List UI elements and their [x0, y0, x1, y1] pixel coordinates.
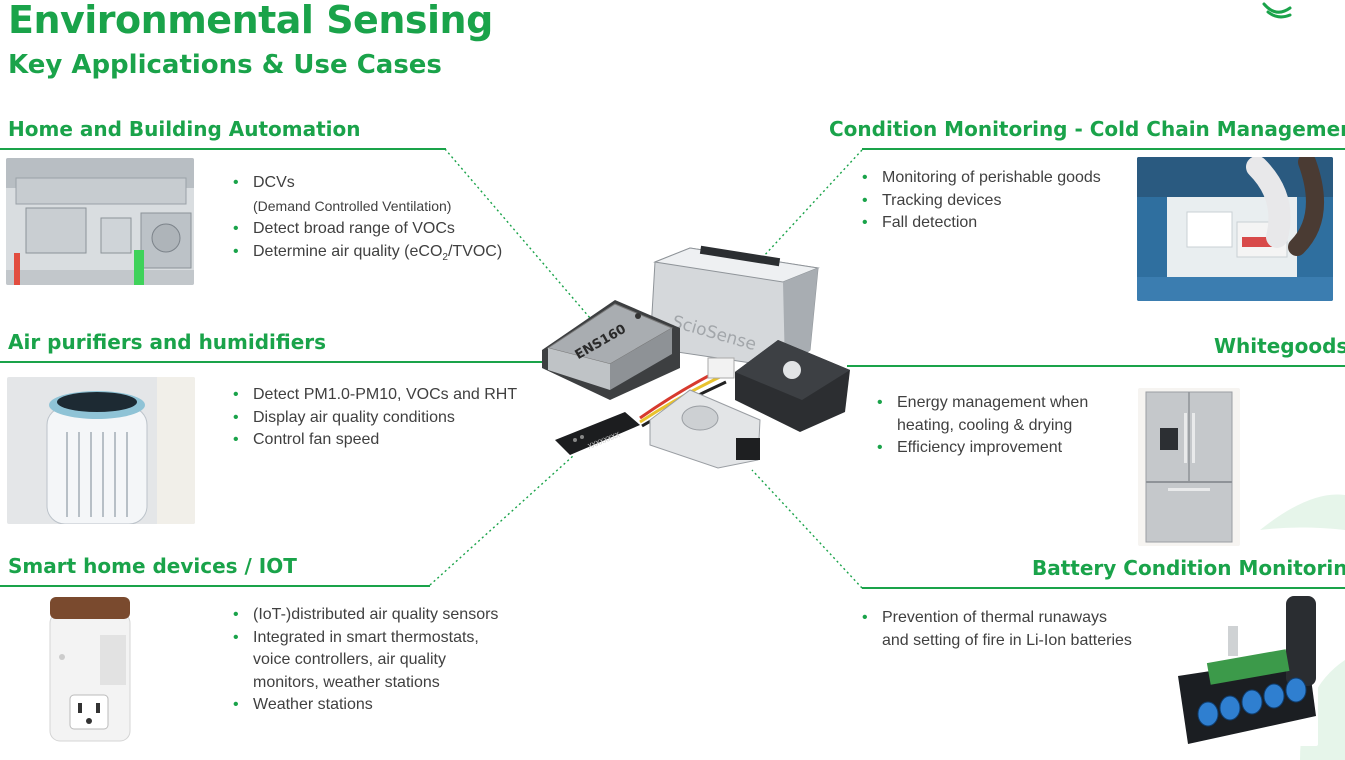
section-title-cold-chain: Condition Monitoring - Cold Chain Manage… [829, 117, 1345, 141]
bullet-list-home-building: DCVs(Demand Controlled Ventilation) Dete… [229, 172, 549, 269]
section-title-home-building: Home and Building Automation [8, 117, 361, 141]
cable-sensor-image [555, 412, 640, 455]
list-item: Detect broad range of VOCs [229, 218, 549, 241]
list-item: Efficiency improvement [873, 437, 1123, 460]
list-item: Control fan speed [229, 429, 549, 452]
page-subtitle: Key Applications & Use Cases [8, 50, 442, 80]
sciosense-module-image [649, 245, 820, 369]
battery-pack-photo [1168, 596, 1318, 746]
air-purifier-photo [7, 377, 195, 524]
section-divider [862, 587, 1345, 589]
list-item: Integrated in smart thermostats,voice co… [229, 627, 549, 695]
section-divider [862, 148, 1345, 150]
sensor-product-cluster: ScioSense ENS160 XXXXXXXX [540, 240, 860, 470]
bullet-list-smart-home: (IoT-)distributed air quality sensors In… [229, 604, 549, 717]
list-item: Fall detection [858, 212, 1128, 235]
list-item: (IoT-)distributed air quality sensors [229, 604, 549, 627]
smart-plug-photo [30, 595, 170, 743]
list-item: Tracking devices [858, 190, 1128, 213]
bullet-list-air-purifiers: Detect PM1.0-PM10, VOCs and RHT Display … [229, 384, 549, 452]
list-item: DCVs(Demand Controlled Ventilation) [229, 172, 549, 218]
section-title-smart-home: Smart home devices / IOT [8, 554, 297, 578]
section-divider [847, 365, 1345, 367]
section-title-air-purifiers: Air purifiers and humidifiers [8, 330, 327, 354]
section-title-battery: Battery Condition Monitoring [1032, 556, 1345, 580]
list-item: Determine air quality (eCO2/TVOC) [229, 241, 549, 270]
section-divider [0, 361, 545, 363]
list-item: Detect PM1.0-PM10, VOCs and RHT [229, 384, 549, 407]
refrigerator-photo [1138, 388, 1240, 546]
hvac-duct-photo [6, 158, 194, 285]
section-divider [0, 585, 430, 587]
particle-sensor-image [649, 389, 761, 469]
scd-sensor-image [735, 340, 850, 432]
cold-chain-box-photo [1137, 157, 1333, 301]
section-divider [0, 148, 446, 150]
ens160-chip-image [542, 300, 680, 400]
list-item: Monitoring of perishable goods [858, 167, 1128, 190]
list-item: Display air quality conditions [229, 407, 549, 430]
page-title: Environmental Sensing [8, 0, 493, 42]
list-item: Weather stations [229, 694, 549, 717]
sciosense-logo-icon [1262, 2, 1292, 19]
bullet-list-cold-chain: Monitoring of perishable goods Tracking … [858, 167, 1128, 235]
section-title-whitegoods: Whitegoods [1214, 334, 1345, 358]
